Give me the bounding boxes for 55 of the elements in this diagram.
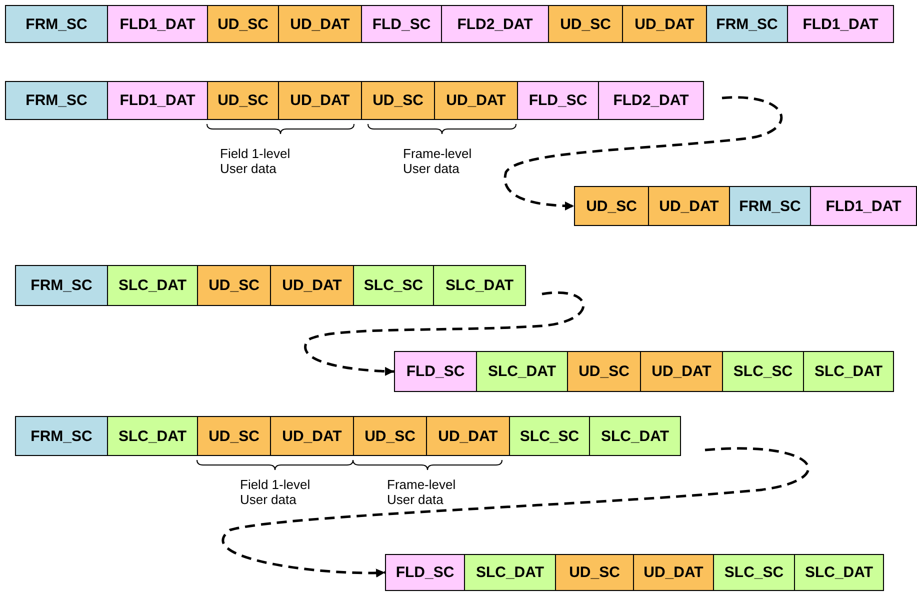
annotation-text: Field 1-level User data bbox=[240, 477, 312, 507]
field-box: SLC_SC bbox=[722, 351, 804, 392]
field-box: UD_SC bbox=[548, 5, 623, 43]
field-box: SLC_DAT bbox=[803, 351, 894, 392]
field-box: UD_DAT bbox=[270, 416, 354, 456]
field-box: FRM_SC bbox=[5, 81, 108, 120]
arrow bbox=[504, 96, 782, 210]
field-box: UD_DAT bbox=[622, 5, 707, 43]
field-box: FLD1_DAT bbox=[107, 5, 208, 43]
field-box: SLC_SC bbox=[713, 554, 795, 591]
field-box: UD_DAT bbox=[640, 351, 723, 392]
field-box: UD_SC bbox=[207, 81, 279, 120]
field-box: UD_SC bbox=[574, 186, 649, 226]
annotation-text: Field 1-level User data bbox=[220, 146, 292, 176]
field-box: UD_SC bbox=[207, 5, 279, 43]
annotation-text: Frame-level User data bbox=[403, 146, 473, 176]
field-box: UD_DAT bbox=[426, 416, 510, 456]
field-box: UD_SC bbox=[555, 554, 634, 591]
field-box: SLC_DAT bbox=[794, 554, 884, 591]
field-box: FLD1_DAT bbox=[787, 5, 894, 43]
field-box: FRM_SC bbox=[706, 5, 788, 43]
field-box: UD_DAT bbox=[434, 81, 518, 120]
field-box: SLC_SC bbox=[353, 265, 434, 306]
field-box: UD_SC bbox=[567, 351, 641, 392]
field-box: FLD2_DAT bbox=[441, 5, 549, 43]
field-box: SLC_DAT bbox=[589, 416, 681, 456]
arrow bbox=[304, 291, 584, 376]
field-box: UD_SC bbox=[197, 265, 271, 306]
field-box: FRM_SC bbox=[15, 416, 108, 456]
field-box: SLC_DAT bbox=[476, 351, 568, 392]
annotation-text: Frame-level User data bbox=[387, 477, 457, 507]
field-box: FLD1_DAT bbox=[107, 81, 208, 120]
field-box: FLD_SC bbox=[394, 351, 477, 392]
field-box: UD_DAT bbox=[270, 265, 354, 306]
field-box: UD_DAT bbox=[278, 5, 362, 43]
field-box: SLC_DAT bbox=[433, 265, 526, 306]
field-box: UD_SC bbox=[353, 416, 427, 456]
field-box: UD_SC bbox=[197, 416, 271, 456]
field-box: SLC_DAT bbox=[107, 265, 198, 306]
field-box: FLD2_DAT bbox=[598, 81, 704, 120]
field-box: FRM_SC bbox=[729, 186, 811, 226]
arrow bbox=[222, 447, 809, 578]
field-box: FRM_SC bbox=[15, 265, 108, 306]
field-box: UD_SC bbox=[361, 81, 435, 120]
field-box: SLC_DAT bbox=[107, 416, 198, 456]
field-box: UD_DAT bbox=[278, 81, 362, 120]
field-box: FLD_SC bbox=[361, 5, 442, 43]
field-box: UD_DAT bbox=[648, 186, 730, 226]
field-box: FLD_SC bbox=[385, 554, 465, 591]
field-box: FRM_SC bbox=[5, 5, 108, 43]
field-box: UD_DAT bbox=[633, 554, 714, 591]
field-box: FLD1_DAT bbox=[810, 186, 917, 226]
field-box: SLC_SC bbox=[509, 416, 590, 456]
field-box: SLC_DAT bbox=[464, 554, 556, 591]
field-box: FLD_SC bbox=[517, 81, 599, 120]
